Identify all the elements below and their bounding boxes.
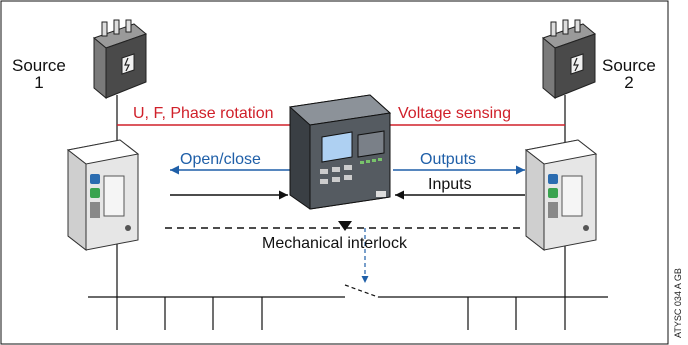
mechanical-interlock-label: Mechanical interlock: [262, 235, 407, 252]
transformer-icon: [93, 19, 147, 100]
breaker-icon: [66, 139, 140, 252]
source1-label: Source 1: [12, 56, 66, 92]
reference-code: ATYSC 034 A GB: [673, 268, 683, 338]
voltage-sensing-label: Voltage sensing: [398, 105, 511, 122]
transformer-icon: [542, 19, 596, 100]
breaker-icon: [524, 139, 598, 252]
diagram-frame: [0, 0, 669, 345]
bus-coupler-dashed: [344, 284, 379, 298]
inputs-label: Inputs: [428, 176, 472, 193]
interlock-marker-icon: [338, 221, 352, 231]
controller-icon: [288, 94, 392, 210]
feeder-lines: [164, 297, 517, 330]
phase-rotation-label: U, F, Phase rotation: [133, 105, 274, 122]
outputs-label: Outputs: [420, 151, 477, 168]
open-close-label: Open/close: [180, 151, 261, 168]
source2-label: Source 2: [602, 56, 656, 92]
